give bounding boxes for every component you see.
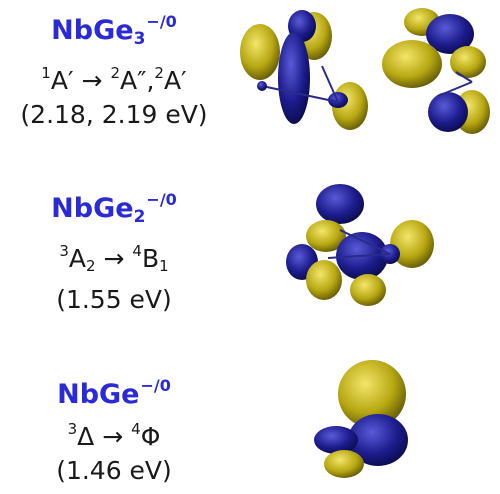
species-base: NbGe — [51, 193, 134, 224]
label-nbge2: NbGe2−/0 3A2 → 4B1 (1.55 eV) — [0, 184, 228, 316]
species-nbge3: NbGe3−/0 — [0, 6, 228, 55]
arrow: → — [102, 422, 124, 451]
term-symbol: A′ — [163, 66, 187, 95]
multiplicity: 2 — [154, 64, 164, 82]
term-subscript: 1 — [159, 257, 169, 275]
arrow: → — [81, 66, 103, 95]
multiplicity: 1 — [41, 64, 51, 82]
species-nbge: NbGe−/0 — [0, 370, 228, 411]
transition-nbge: 3Δ → 4Φ — [0, 413, 228, 453]
orbital-nbge — [314, 360, 408, 478]
species-charge: −/0 — [140, 376, 171, 395]
energy-nbge2: (1.55 eV) — [56, 285, 172, 314]
arrow: → — [103, 244, 125, 273]
energy-nbge: (1.46 eV) — [56, 456, 172, 485]
multiplicity: 4 — [132, 242, 142, 260]
multiplicity: 2 — [110, 64, 120, 82]
separator: , — [146, 66, 155, 95]
species-subscript: 3 — [133, 29, 146, 49]
multiplicity: 3 — [67, 420, 78, 438]
species-charge: −/0 — [146, 190, 177, 209]
species-charge: −/0 — [146, 12, 177, 31]
term-symbol: Δ — [77, 422, 95, 451]
label-nbge: NbGe−/0 3Δ → 4Φ (1.46 eV) — [0, 370, 228, 487]
term-symbol: B — [141, 244, 160, 273]
multiplicity: 4 — [131, 420, 141, 438]
term-symbol: A″ — [120, 66, 147, 95]
transition-nbge3: 1A′ → 2A″,2A′ — [0, 57, 228, 97]
term-symbol: Φ — [140, 422, 161, 451]
orbital-nbge3-a — [240, 10, 368, 130]
transition-nbge2: 3A2 → 4B1 — [0, 235, 228, 282]
species-base: NbGe — [57, 379, 140, 410]
term-subscript: 2 — [86, 257, 96, 275]
energy-nbge3: (2.18, 2.19 eV) — [20, 100, 208, 129]
term-symbol: A′ — [50, 66, 74, 95]
label-nbge3: NbGe3−/0 1A′ → 2A″,2A′ (2.18, 2.19 eV) — [0, 6, 228, 131]
multiplicity: 3 — [59, 242, 69, 260]
species-base: NbGe — [51, 15, 134, 46]
orbital-nbge2 — [286, 184, 434, 306]
orbital-nbge3-b — [382, 8, 490, 134]
term-symbol: A — [68, 244, 86, 273]
species-subscript: 2 — [133, 207, 146, 227]
species-nbge2: NbGe2−/0 — [0, 184, 228, 233]
